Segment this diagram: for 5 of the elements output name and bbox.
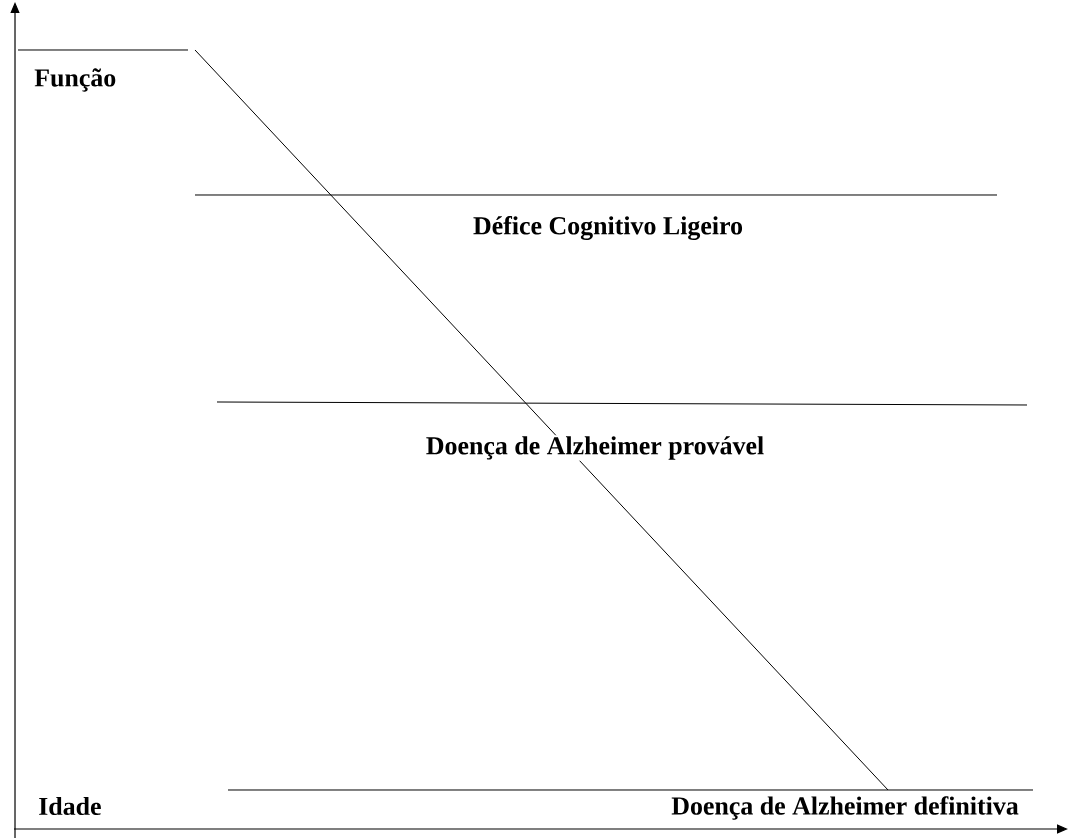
region-label: Défice Cognitivo Ligeiro [472,215,744,241]
axis-label: Idade [37,795,103,817]
region-label: Doença de Alzheimer definitiva [670,795,1020,821]
region-label: Doença de Alzheimer provável [424,435,766,461]
axis-label: Função [33,67,118,93]
